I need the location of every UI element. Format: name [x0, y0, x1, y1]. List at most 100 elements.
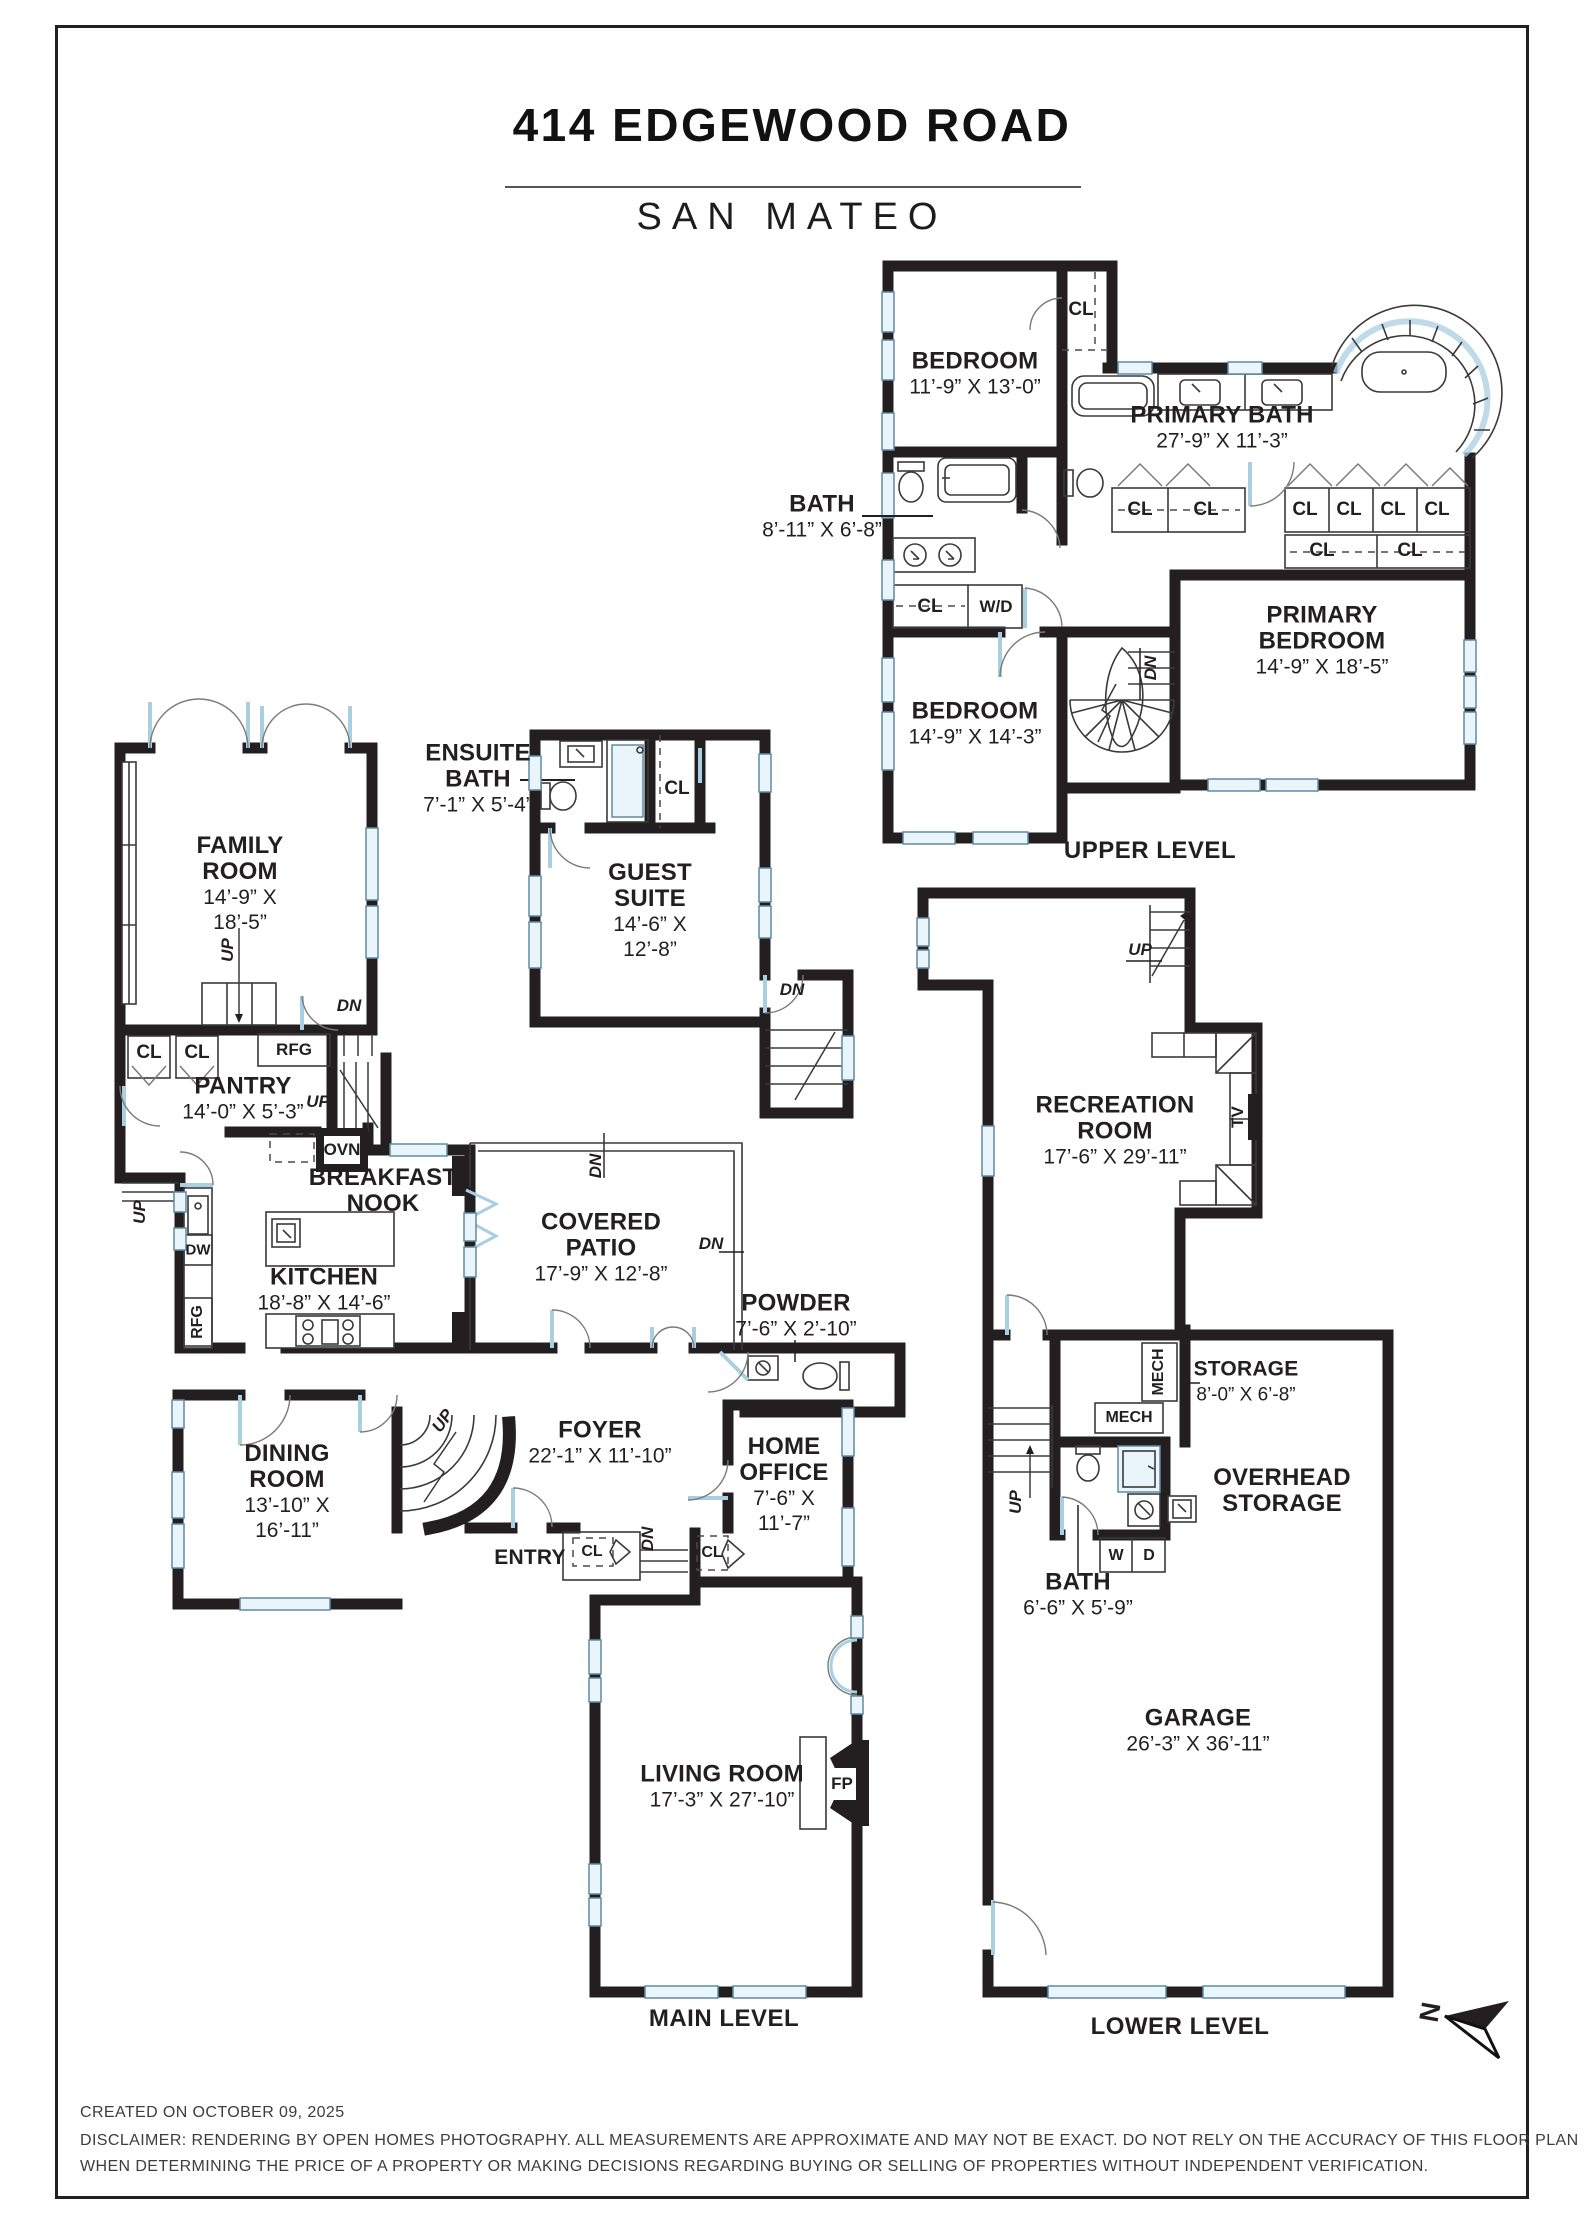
washer-dryer-tag: W/D [979, 597, 1013, 616]
closet-tag: CL [184, 1042, 210, 1063]
closet-tag: CL [1380, 499, 1406, 520]
closet-tag: CL [1292, 499, 1318, 520]
closet-tag: CL [1309, 540, 1335, 561]
page-title: 414 EDGEWOOD ROAD [512, 99, 1072, 151]
down-tag: DN [1141, 655, 1160, 681]
up-tag: UP [130, 1200, 149, 1224]
mech-units [1094, 1342, 1200, 1434]
closet-tag: CL [1397, 540, 1423, 561]
double-sinks [892, 537, 976, 573]
upper-level-plan [862, 260, 1503, 845]
down-tag: DN [336, 996, 362, 1015]
closet-tag: CL [1336, 499, 1362, 520]
upper-doors [998, 297, 1295, 678]
down-tag: DN [698, 1234, 724, 1253]
pantry-closets [119, 1033, 331, 1127]
down-tag: DN [779, 980, 805, 999]
closet-tag: CL [1127, 499, 1153, 520]
lower-level-plan [916, 887, 1509, 2060]
up-tag: UP [306, 1092, 330, 1111]
dryer-tag: D [1143, 1547, 1155, 1564]
closet-tag: CL [581, 1543, 603, 1560]
refrigerator-tag: RFG [276, 1040, 312, 1059]
down-tag: DN [586, 1153, 605, 1179]
toilet-icon [1063, 469, 1074, 497]
upper-bath-fixtures [892, 457, 1017, 573]
oven-tag: OVN [323, 1140, 361, 1159]
closet-tag: CL [1193, 499, 1219, 520]
title-divider [505, 186, 1081, 188]
mech-tag: MECH [1150, 1348, 1167, 1396]
pantry-side-stairs [330, 1062, 379, 1132]
main-level-caption: MAIN LEVEL [648, 2005, 800, 2032]
covered-patio-details [452, 1133, 744, 1350]
room-label-storage: STORAGE 8’-0” X 6’-8” [1193, 1357, 1299, 1406]
up-tag: UP [1006, 1490, 1025, 1514]
lower-windows [916, 917, 1346, 1999]
sectional-couch [1151, 1032, 1257, 1206]
tv-icon [1248, 1094, 1257, 1140]
toilet-icon [1075, 1445, 1101, 1455]
page-subtitle: SAN MATEO [636, 196, 948, 238]
fireplace-tag: FP [831, 1774, 853, 1793]
tv-tag: TV [1228, 1106, 1247, 1128]
upper-level-caption: UPPER LEVEL [1063, 837, 1237, 864]
turret-bay-window [1331, 304, 1503, 459]
lower-up-stairs [1126, 905, 1190, 983]
upper-windows [881, 291, 1477, 845]
foyer-details [238, 1394, 746, 1581]
lower-left-stairs [988, 1405, 1053, 1498]
toilet-icon [839, 1361, 850, 1391]
refrigerator-icon [257, 1033, 331, 1067]
closet-tag: CL [1068, 299, 1094, 320]
upper-wd-closet [892, 584, 1023, 629]
main-level-plan [114, 698, 906, 1999]
closet-door [721, 1538, 746, 1570]
family-room-details [121, 698, 373, 1056]
up-tag: UP [1128, 940, 1152, 959]
range-icon [295, 1315, 361, 1347]
toilet-icon [540, 782, 551, 810]
kitchen-sink [187, 1195, 209, 1235]
refrigerator-tag: RFG [189, 1305, 206, 1339]
refrigerator-icon [183, 1297, 213, 1347]
shower-icon [1117, 1445, 1161, 1493]
shower-icon [606, 739, 649, 823]
closet-tag: CL [136, 1042, 162, 1063]
upper-closets [1111, 462, 1471, 569]
main-windows [171, 753, 864, 1999]
front-porch [562, 1531, 641, 1581]
room-label-entry: ENTRY [494, 1546, 566, 1569]
closet-tag: CL [917, 596, 943, 617]
north-arrow-icon [1444, 2001, 1509, 2060]
guest-suite-details [520, 735, 848, 1101]
soaking-tub [1071, 375, 1155, 417]
lower-level-caption: LOWER LEVEL [1090, 2013, 1270, 2040]
closet-dash [1062, 272, 1110, 351]
dishwasher-tag: DW [185, 1241, 211, 1259]
created-date: CREATED ON OCTOBER 09, 2025 [80, 2104, 345, 2121]
kitchen-details [122, 1128, 395, 1349]
up-tag: UP [218, 938, 237, 962]
lower-bath-fixtures [1060, 1445, 1197, 1576]
room-label-breakfast-nook: BREAKFAST NOOK [308, 1164, 458, 1217]
closet-tag: CL [701, 1544, 723, 1561]
mech-tag: MECH [1105, 1409, 1153, 1426]
